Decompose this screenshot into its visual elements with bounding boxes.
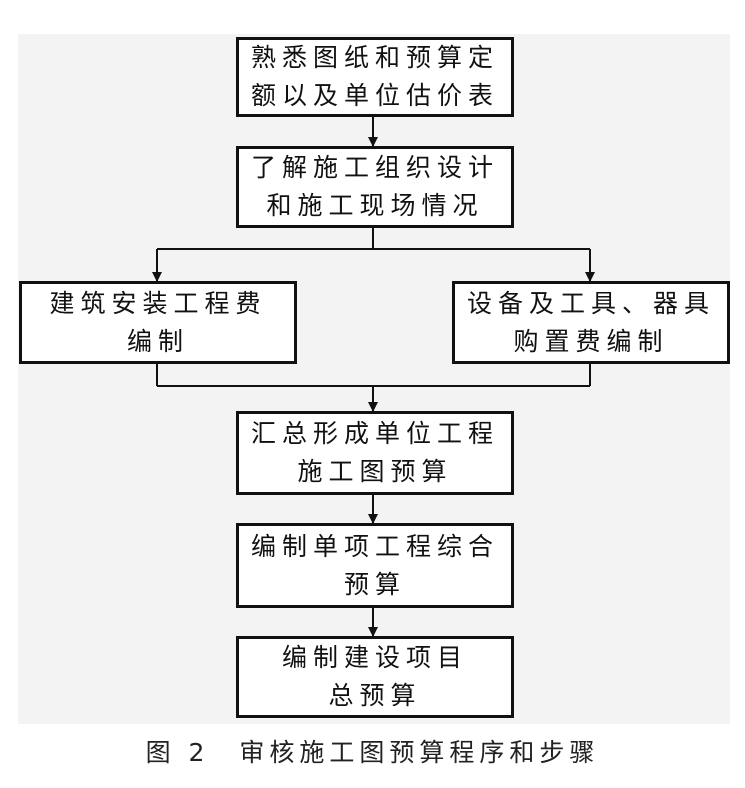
step-node-4-line-2: 购置费编制 [513, 326, 669, 356]
step-node-1-line-2: 额以及单位估价表 [250, 81, 499, 110]
step-node-7-line-1: 编制建设项目 [281, 643, 468, 672]
step-node-6: 编制单项工程综合 预算 [236, 523, 514, 608]
step-node-3-line-2: 编制 [126, 326, 189, 356]
step-node-6-line-2: 预算 [343, 569, 406, 599]
step-node-5-line-1: 汇总形成单位工程 [250, 419, 499, 448]
step-node-5-line-2: 施工图预算 [297, 457, 453, 486]
step-node-5: 汇总形成单位工程 施工图预算 [236, 411, 514, 495]
figure-caption: 图 2 审核施工图预算程序和步骤 [145, 738, 600, 767]
step-node-2-line-2: 和施工现场情况 [266, 191, 484, 220]
step-node-3: 建筑安装工程费 编制 [19, 281, 297, 364]
step-node-2: 了解施工组织设计 和施工现场情况 [236, 146, 514, 228]
step-node-4: 设备及工具、器具 购置费编制 [452, 281, 730, 364]
step-node-4-line-1: 设备及工具、器具 [466, 288, 715, 318]
step-node-6-line-1: 编制单项工程综合 [250, 531, 499, 561]
step-node-1: 熟悉图纸和预算定 额以及单位估价表 [236, 37, 514, 117]
step-node-1-line-1: 熟悉图纸和预算定 [250, 43, 499, 72]
step-node-7: 编制建设项目 总预算 [236, 636, 514, 718]
step-node-3-line-1: 建筑安装工程费 [49, 288, 267, 318]
step-node-2-line-1: 了解施工组织设计 [250, 153, 499, 182]
step-node-7-line-2: 总预算 [328, 681, 422, 710]
